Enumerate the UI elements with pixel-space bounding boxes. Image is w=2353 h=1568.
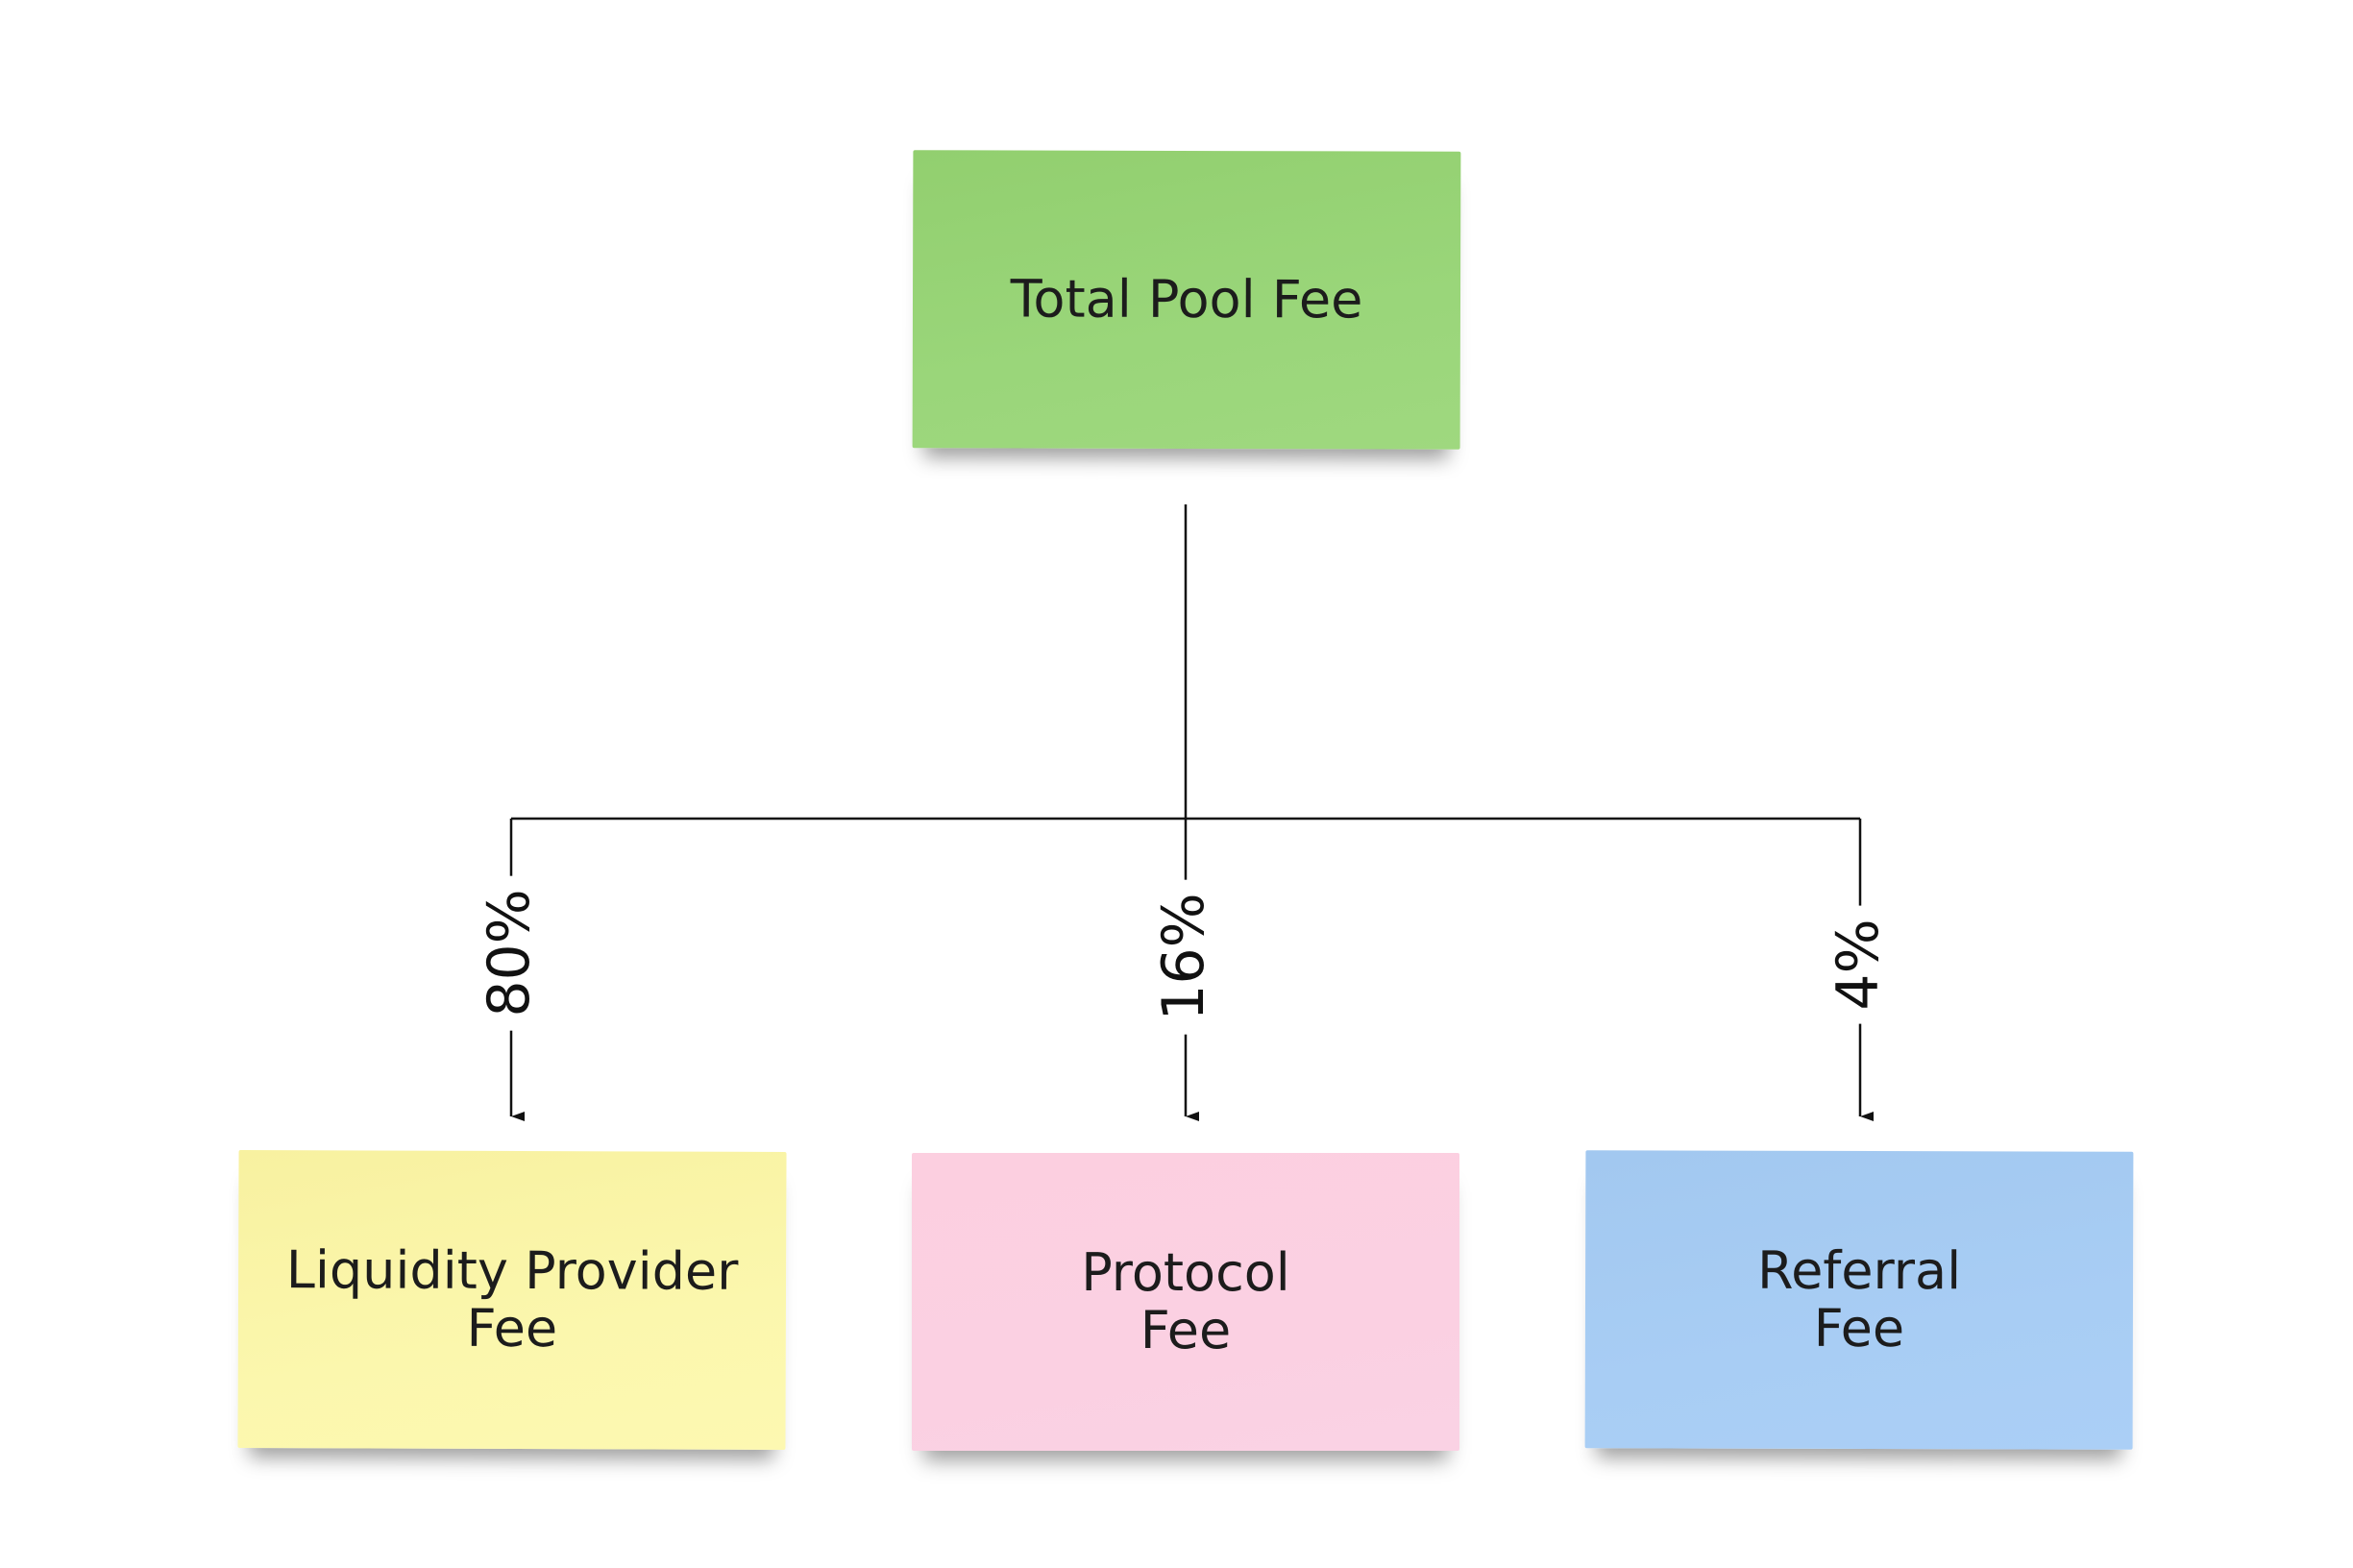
child-node-label: Protocol Fee	[1081, 1241, 1290, 1360]
share-label-protocol: 16%	[1150, 879, 1217, 1035]
child-node-referral-fee: Referral Fee	[1584, 1150, 2134, 1450]
child-node-protocol-fee: Protocol Fee	[912, 1153, 1459, 1451]
child-node-liquidity-provider-fee: Liquidity Provider Fee	[237, 1150, 787, 1450]
child-node-label: Referral Fee	[1756, 1239, 1962, 1360]
child-node-label: Liquidity Provider Fee	[285, 1238, 739, 1360]
root-node-total-pool-fee: Total Pool Fee	[912, 150, 1461, 450]
share-label-referral: 4%	[1825, 905, 1892, 1024]
root-node-label: Total Pool Fee	[1010, 268, 1363, 331]
share-label-lp: 80%	[476, 875, 543, 1031]
